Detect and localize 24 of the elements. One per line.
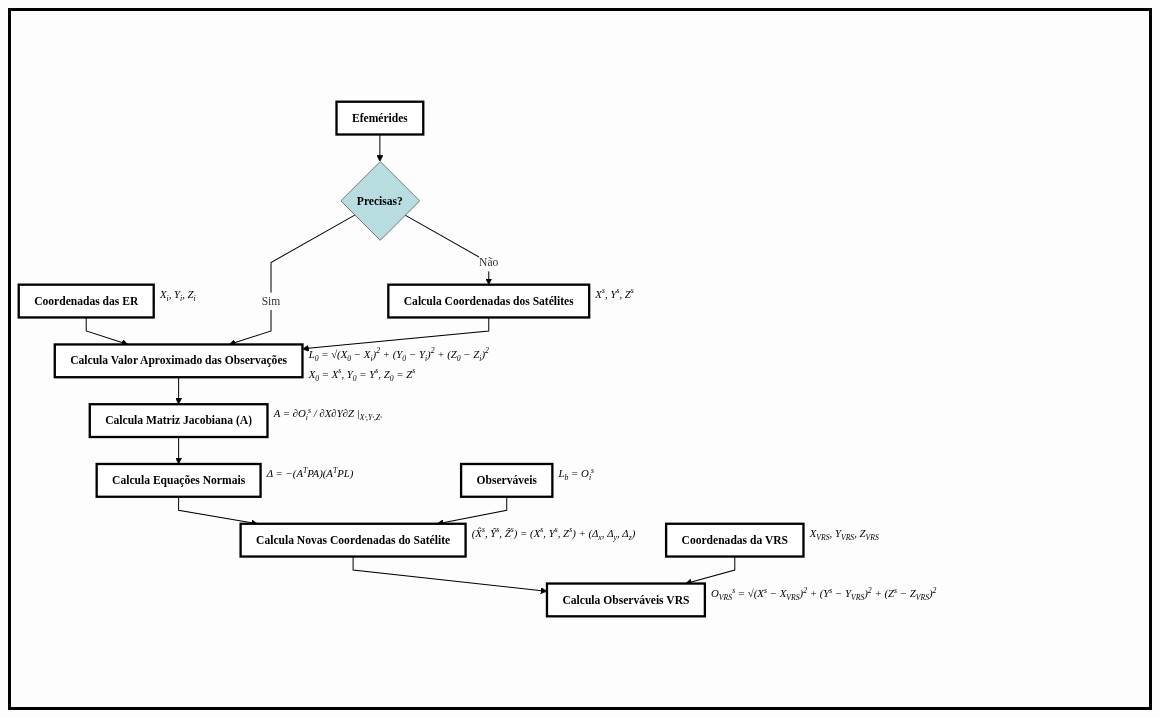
formula: X$_{i}$, Y$_{i}$, Z$_{i}$: [159, 287, 196, 305]
node-box: [335, 100, 425, 136]
node-box: [664, 522, 805, 558]
formula: (X̂$^{s}$, Ŷ$^{s}$, Ẑ$^{s}$) = (X$^{s}$, Y$^{s}$, Z$^{s}$) + (Δ$_{x}$, Δ$_{y}$, Δ$_{z}$): [471, 524, 636, 544]
node-box: [387, 283, 591, 319]
node-box: [239, 522, 467, 558]
node-box: [17, 283, 155, 319]
formula: O$_{VRS}$$^{s}$ = √(X$^{s}$ − X$_{VRS}$)$^{2}$ + (Y$^{s}$ − Y$_{VRS}$)$^{2}$ + (Z$^{s}$ − Z$_{VRS}$)$^{2}$: [711, 584, 937, 604]
node-box: [88, 403, 269, 439]
edge-label: Sim: [261, 294, 281, 308]
formula: L$_{0}$ = √(X$_{0}$ − X$_{i}$)$^{2}$ + (Y$_{0}$ − Y$_{i}$)$^{2}$ + (Z$_{0}$ − Z$_{i}$)$^{2}$: [308, 345, 489, 364]
arrow: [404, 214, 493, 285]
node-box: [95, 462, 262, 498]
node-box: [53, 343, 304, 379]
formula: X$_{VRS}$, Y$_{VRS}$, Z$_{VRS}$: [809, 526, 879, 544]
edge-label: Não: [479, 256, 499, 269]
arrow: [376, 134, 384, 162]
formula: X$_{0}$ = X$^{s}$, Y$_{0}$ = Y$^{s}$, Z$_{0}$ = Z$^{s}$: [308, 365, 416, 385]
node-diamond: [340, 161, 421, 241]
formula: Δ = −(A$^{T}$PA)(A$^{T}$PL): [266, 464, 354, 482]
formula: A = ∂O$_{i}$$^{s}$ / ∂X∂Y∂Z |$_{Xˢ,Yˢ,Zˢ}$: [273, 405, 382, 424]
node-box: [459, 462, 554, 498]
node-box: [545, 582, 707, 618]
formula: X$^{s}$, Y$^{s}$, Z$^{s}$: [595, 285, 634, 303]
